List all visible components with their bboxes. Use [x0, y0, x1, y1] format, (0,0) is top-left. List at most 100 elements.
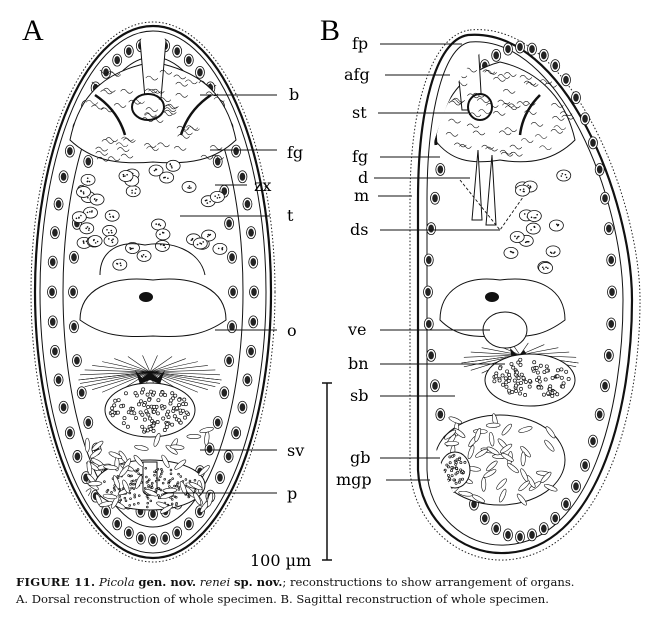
- cell-nucleus: [248, 228, 254, 237]
- gland-squiggle: [524, 110, 537, 115]
- cell-nucleus: [214, 157, 221, 166]
- cell-nucleus: [150, 510, 156, 518]
- gland-squiggle: [553, 125, 567, 130]
- sperm-spindle: [444, 429, 457, 440]
- gland-squiggle: [128, 99, 141, 105]
- cell-nucleus: [505, 45, 511, 54]
- gland-squiggle: [163, 107, 177, 112]
- gland-squiggle: [502, 89, 516, 94]
- panel-b-gland-texture: [445, 67, 574, 157]
- caption-line-2: A. Dorsal reconstruction of whole specim…: [16, 592, 549, 606]
- cell-nucleus: [233, 428, 239, 437]
- panel-a-zooxanthellae: [71, 159, 228, 271]
- zooxanthella: [125, 185, 141, 198]
- label-t: t: [287, 206, 294, 225]
- cell-nucleus: [55, 375, 62, 384]
- gland-squiggle: [525, 82, 539, 87]
- gland-squiggle: [175, 81, 188, 87]
- caption-genus-status: gen. nov.: [138, 575, 197, 589]
- sperm-spindle: [545, 426, 556, 439]
- gland-squiggle: [213, 96, 227, 102]
- gland-squiggle: [95, 146, 108, 152]
- cell-nucleus: [582, 461, 588, 470]
- zooxanthella: [112, 258, 128, 271]
- sperm-spindle: [520, 451, 526, 467]
- caption-line-1: FIGURE 11. Picola gen. nov. renei sp. no…: [16, 574, 641, 591]
- gland-squiggle: [115, 142, 129, 148]
- cell-nucleus: [138, 534, 144, 543]
- sperm-spindle: [119, 465, 130, 478]
- sperm-spindle: [501, 423, 512, 436]
- cell-nucleus: [505, 530, 511, 539]
- cell-nucleus: [425, 288, 431, 296]
- label-fp: fp: [352, 34, 368, 53]
- caption-figure-number: FIGURE 11.: [16, 575, 96, 589]
- sperm-spindle: [518, 480, 530, 492]
- gland-squiggle: [177, 134, 190, 139]
- sperm-spindle: [498, 488, 507, 503]
- sperm-spindle: [153, 432, 161, 447]
- cell-nucleus: [590, 437, 596, 446]
- gland-squiggle: [144, 143, 157, 148]
- panel-a-gland-texture: [85, 69, 227, 162]
- cell-nucleus: [74, 452, 81, 461]
- cell-nucleus: [437, 165, 444, 174]
- cell-nucleus: [229, 253, 235, 262]
- cell-nucleus: [493, 524, 499, 533]
- gland-squiggle: [209, 145, 223, 150]
- sperm-spindle: [520, 468, 529, 482]
- gland-squiggle: [552, 116, 565, 121]
- panel-a-seminal-bursa: [108, 387, 190, 434]
- cell-nucleus: [582, 114, 588, 123]
- cell-nucleus: [186, 519, 192, 528]
- gland-squiggle: [200, 154, 214, 160]
- sperm-spindle: [444, 441, 460, 447]
- cell-nucleus: [67, 428, 73, 437]
- sperm-spindle: [159, 492, 174, 500]
- cell-nucleus: [49, 258, 56, 267]
- cell-nucleus: [55, 200, 62, 209]
- zooxanthella: [102, 225, 117, 237]
- gland-squiggle: [116, 147, 130, 152]
- sperm-spindle: [162, 487, 178, 493]
- gland-squiggle: [148, 88, 161, 94]
- label-ve: ve: [347, 320, 367, 339]
- cell-nucleus: [541, 51, 547, 60]
- cell-nucleus: [432, 381, 438, 390]
- zooxanthella: [515, 184, 530, 197]
- gland-squiggle: [497, 74, 511, 79]
- label-st: st: [352, 103, 367, 122]
- gland-squiggle: [510, 151, 523, 157]
- gland-squiggle: [158, 97, 172, 103]
- sperm-spindle: [453, 428, 466, 438]
- cell-nucleus: [71, 322, 77, 331]
- gland-squiggle: [85, 100, 99, 105]
- zooxanthella: [209, 190, 225, 203]
- zooxanthella: [155, 240, 170, 252]
- gland-squiggle: [96, 156, 110, 162]
- gland-squiggle: [482, 69, 496, 75]
- label-afg: afg: [344, 65, 370, 84]
- gland-squiggle: [478, 109, 491, 114]
- label-bn: bn: [348, 354, 369, 373]
- panel-b-zooxanthellae: [503, 169, 572, 274]
- gland-squiggle: [150, 118, 164, 123]
- cell-nucleus: [529, 530, 535, 539]
- sperm-spindle: [161, 454, 170, 468]
- zooxanthella: [80, 173, 96, 186]
- cell-nucleus: [221, 388, 228, 397]
- gland-squiggle: [504, 72, 517, 77]
- gland-squiggle: [198, 80, 212, 86]
- label-zx: zx: [254, 176, 271, 195]
- cell-nucleus: [493, 51, 499, 60]
- gland-squiggle: [509, 144, 523, 150]
- cell-nucleus: [150, 536, 156, 544]
- sperm-spindle: [169, 444, 185, 450]
- label-sb: sb: [350, 386, 368, 405]
- cell-nucleus: [70, 288, 76, 296]
- zooxanthella: [526, 210, 542, 222]
- zooxanthella: [212, 242, 228, 255]
- gland-squiggle: [486, 103, 499, 108]
- cell-nucleus: [226, 356, 232, 365]
- gland-squiggle: [459, 144, 472, 149]
